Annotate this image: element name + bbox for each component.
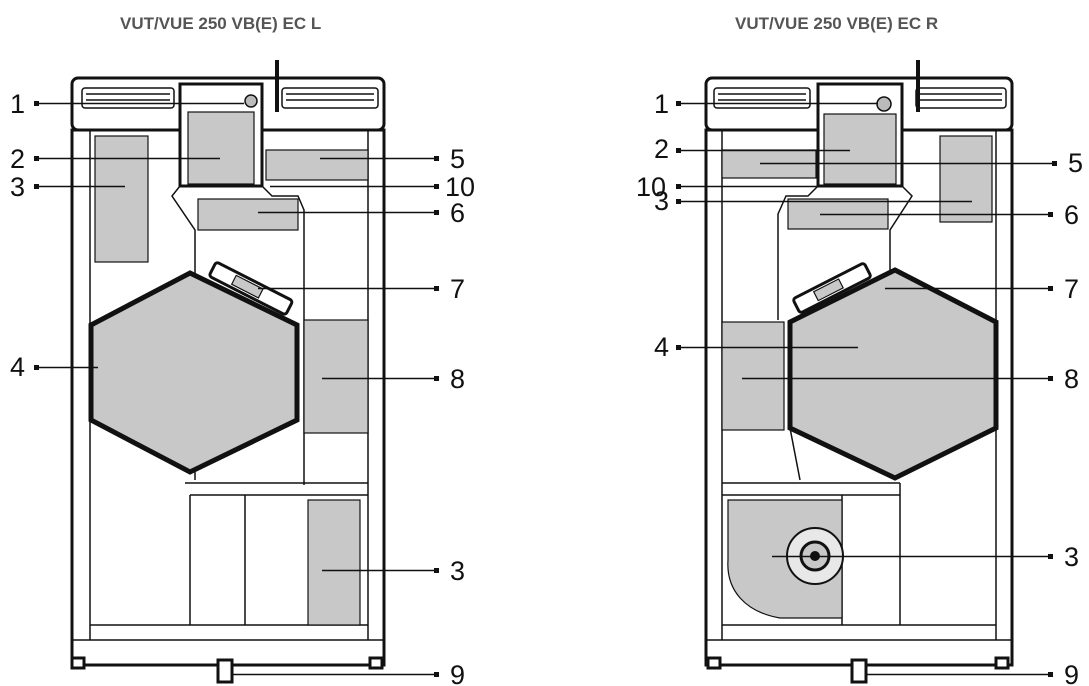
- left-component-5: [265, 149, 369, 181]
- right-component-3-top: [939, 135, 993, 223]
- right-damper-7: [792, 262, 872, 314]
- right-callout-3a-number: 3: [654, 186, 669, 216]
- right-callout-7-number: 7: [1064, 274, 1079, 304]
- left-callouts: 1 2 3 4 5 10 6 7 8 3 9: [10, 89, 475, 686]
- left-callout-4-number: 4: [10, 352, 25, 382]
- left-callout-10-number: 10: [445, 172, 475, 202]
- left-callout-3b-number: 3: [450, 556, 465, 586]
- left-component-3-top: [94, 135, 149, 263]
- left-component-2: [187, 111, 255, 185]
- left-spigot-1: [81, 87, 175, 109]
- left-foot-2: [368, 656, 384, 670]
- left-callout-1-number: 1: [10, 89, 25, 119]
- right-callout-5-number: 5: [1068, 148, 1083, 178]
- right-callouts: 1 2 10 3 4 5 6 7 8 3 9: [636, 89, 1083, 686]
- left-callout-3a-number: 3: [10, 172, 25, 202]
- left-damper-7: [208, 261, 294, 316]
- right-callout-8-number: 8: [1064, 364, 1079, 394]
- left-component-8: [303, 319, 369, 434]
- right-spigot-1: [713, 87, 811, 109]
- left-indicator: [244, 94, 258, 108]
- right-foot-1: [706, 656, 722, 670]
- right-callout-6-number: 6: [1064, 200, 1079, 230]
- right-callout-1-number: 1: [654, 89, 669, 119]
- right-callout-2-number: 2: [654, 134, 669, 164]
- left-callout-7-number: 7: [450, 274, 465, 304]
- left-heat-exchanger: [88, 270, 300, 475]
- right-callout-9-number: 9: [1064, 660, 1079, 686]
- diagram-title-left: VUT/VUE 250 VB(E) EC L: [120, 14, 322, 33]
- diagram-title-right: VUT/VUE 250 VB(E) EC R: [735, 14, 939, 33]
- right-heat-exchanger: [787, 267, 999, 481]
- left-component-3-bottom: [307, 499, 361, 626]
- right-indicator: [876, 96, 892, 112]
- left-callout-2-number: 2: [10, 144, 25, 174]
- right-callout-10-number: 10: [636, 172, 666, 202]
- right-callout-3b-number: 3: [1064, 542, 1079, 572]
- left-callout-6-number: 6: [450, 198, 465, 228]
- unit-right: [704, 60, 1014, 684]
- left-drain-9: [216, 658, 234, 684]
- right-callout-4-number: 4: [654, 332, 669, 362]
- left-callout-9-number: 9: [450, 660, 465, 686]
- right-component-2: [823, 113, 897, 185]
- right-component-8: [721, 321, 785, 431]
- right-foot-2: [994, 656, 1010, 670]
- left-spigot-2: [281, 87, 379, 109]
- left-callout-8-number: 8: [450, 364, 465, 394]
- left-callout-5-number: 5: [450, 144, 465, 174]
- unit-left: [70, 60, 386, 684]
- left-foot-1: [70, 656, 86, 670]
- left-component-6: [197, 198, 299, 231]
- right-drain-9: [850, 658, 868, 684]
